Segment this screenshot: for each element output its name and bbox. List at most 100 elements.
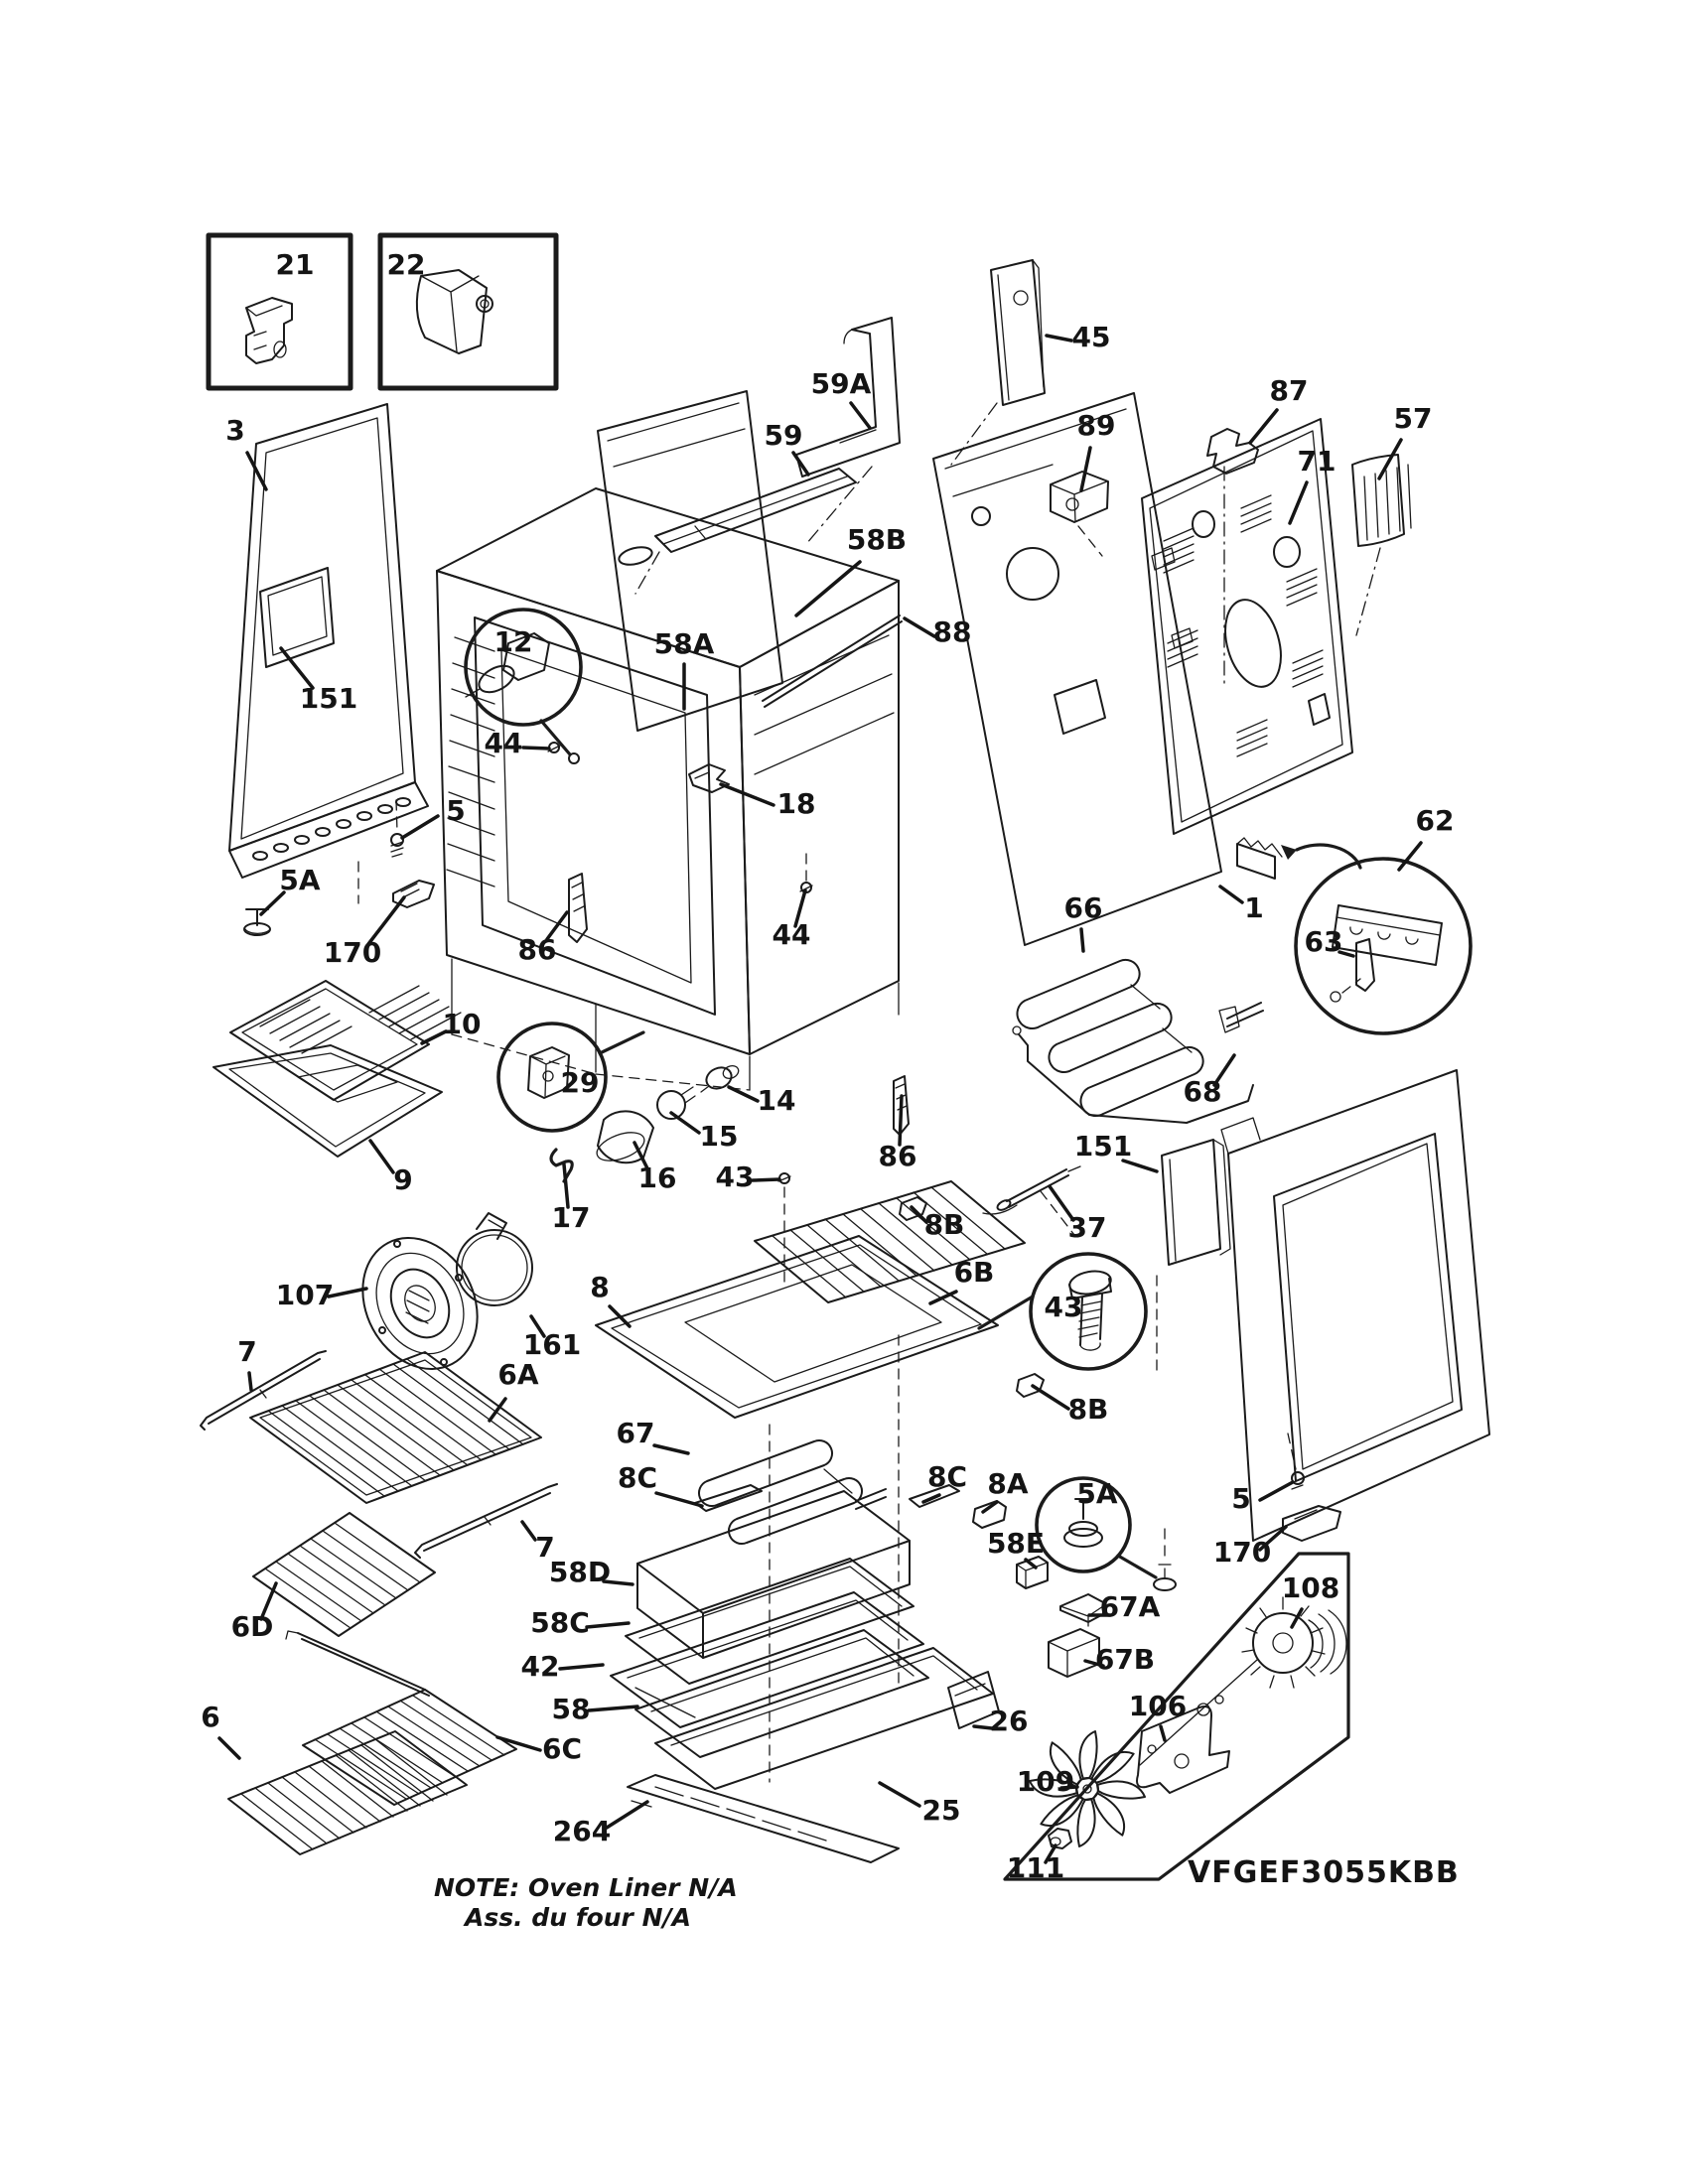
oven-rack-6A: [249, 1351, 542, 1504]
callout-45: 45: [1072, 321, 1111, 353]
callout-8B: 8B: [924, 1208, 965, 1241]
model-number: VFGEF3055KBB: [1188, 1855, 1460, 1890]
callout-17: 17: [552, 1201, 591, 1234]
callout-57: 57: [1394, 402, 1433, 435]
insulation-retainer-58D: [636, 1490, 911, 1614]
callout-106: 106: [1129, 1690, 1187, 1722]
callout-leader-1: [1218, 885, 1244, 904]
callout-leader-68: [1212, 1053, 1236, 1087]
rack-support-8C-left: [694, 1484, 763, 1512]
callout-leader-44: [793, 888, 807, 928]
callout-29: 29: [561, 1066, 600, 1099]
callout-5A: 5A: [1076, 1477, 1117, 1510]
callout-6D: 6D: [231, 1610, 274, 1643]
callout-59A: 59A: [811, 367, 872, 400]
back-panel-71: [1141, 418, 1353, 835]
callout-6B: 6B: [954, 1256, 995, 1289]
callout-leader-264: [605, 1800, 649, 1830]
callout-leader-67: [652, 1443, 690, 1455]
callout-86: 86: [518, 933, 557, 966]
callout-leader-86: [545, 910, 569, 941]
insulation-58: [634, 1629, 929, 1758]
broiler-pan-9: [212, 1044, 443, 1158]
callout-107: 107: [276, 1279, 334, 1311]
callout-leader-8B: [1031, 1384, 1070, 1411]
rack-support-8C-right: [909, 1484, 960, 1508]
spacer-58E: [1016, 1556, 1049, 1589]
callout-44: 44: [485, 727, 523, 759]
oven-rack-6D: [252, 1512, 436, 1637]
callout-leader-111: [1044, 1843, 1057, 1864]
detail-circle-29: [496, 1022, 645, 1133]
callout-leader-6D: [259, 1581, 278, 1621]
callout-leader-5: [1258, 1480, 1295, 1502]
convection-motor-108: [1241, 1596, 1347, 1689]
callout-leader-108: [1290, 1607, 1304, 1629]
lamp-cover-16: [597, 1110, 654, 1164]
callout-leader-8: [608, 1304, 632, 1328]
detail-box-21: [206, 232, 353, 391]
callout-8C: 8C: [618, 1461, 657, 1494]
lamp-clip-17: [549, 1148, 574, 1183]
callout-leader-89: [1079, 446, 1092, 492]
lamp-bulb-15: [656, 1090, 686, 1120]
callout-leader-25: [878, 1781, 921, 1808]
callout-62: 62: [1416, 804, 1455, 837]
fan-blade-109: [1029, 1730, 1146, 1847]
callout-leader-86: [898, 1094, 904, 1147]
callout-43: 43: [1045, 1291, 1083, 1323]
rear-panel-1: [932, 392, 1222, 946]
callout-leader-71: [1288, 480, 1309, 525]
callout-37: 37: [1068, 1211, 1107, 1244]
side-bracket-86-left: [568, 873, 588, 943]
callout-leader-151: [279, 646, 315, 690]
vent-trim-264: [627, 1774, 900, 1863]
callout-264: 264: [553, 1815, 611, 1847]
callout-88: 88: [933, 615, 972, 648]
bottom-panel-25: [654, 1647, 994, 1790]
callout-6: 6: [201, 1701, 219, 1733]
callout-leader-6A: [488, 1397, 507, 1423]
screw-5-left: [390, 833, 404, 847]
callout-leader-66: [1079, 927, 1085, 953]
callout-leader-151: [1121, 1159, 1159, 1173]
ground-strap-63: [1355, 938, 1375, 992]
callout-25: 25: [922, 1794, 961, 1827]
callout-87: 87: [1270, 374, 1309, 407]
rack-slide-rails-7: [200, 1350, 558, 1559]
callout-63: 63: [1305, 925, 1343, 958]
callout-leader-7: [247, 1371, 253, 1392]
oven-lamp-parts: [549, 1064, 791, 1284]
callout-170: 170: [1213, 1536, 1271, 1569]
insulation-wrap-58B: [597, 390, 783, 732]
callout-leader-3: [245, 451, 268, 491]
note-line-2: Ass. du four N/A: [463, 1903, 691, 1932]
callout-43: 43: [716, 1160, 755, 1193]
callout-42: 42: [521, 1650, 560, 1683]
callout-leader-57: [1377, 438, 1403, 480]
bracket-170-left: [392, 880, 435, 908]
leveling-foot-5A-left: [243, 908, 271, 936]
convection-cover-107: [361, 1237, 479, 1370]
vent-cover-57: [1351, 454, 1412, 636]
callout-151: 151: [1074, 1130, 1132, 1162]
callout-16: 16: [638, 1161, 677, 1194]
callout-leader-9: [368, 1139, 395, 1174]
callout-leader-26: [972, 1724, 994, 1730]
bracket-8A: [972, 1500, 1007, 1529]
callout-leader-16: [633, 1141, 650, 1172]
callout-151: 151: [300, 682, 357, 715]
clip-8B-lower: [1016, 1373, 1045, 1398]
callout-leader-14: [727, 1085, 760, 1103]
callout-58E: 58E: [987, 1527, 1045, 1560]
screw-44-top: [548, 742, 560, 753]
oven-sensor-37: [982, 1165, 1081, 1236]
clip-8B-upper: [899, 1196, 927, 1221]
callout-170: 170: [324, 936, 381, 969]
detail-circle-43: [977, 1252, 1148, 1371]
callout-18: 18: [777, 787, 816, 820]
callout-leader-161: [529, 1314, 546, 1338]
callout-58C: 58C: [530, 1606, 590, 1639]
callout-leader-62: [1397, 841, 1423, 872]
